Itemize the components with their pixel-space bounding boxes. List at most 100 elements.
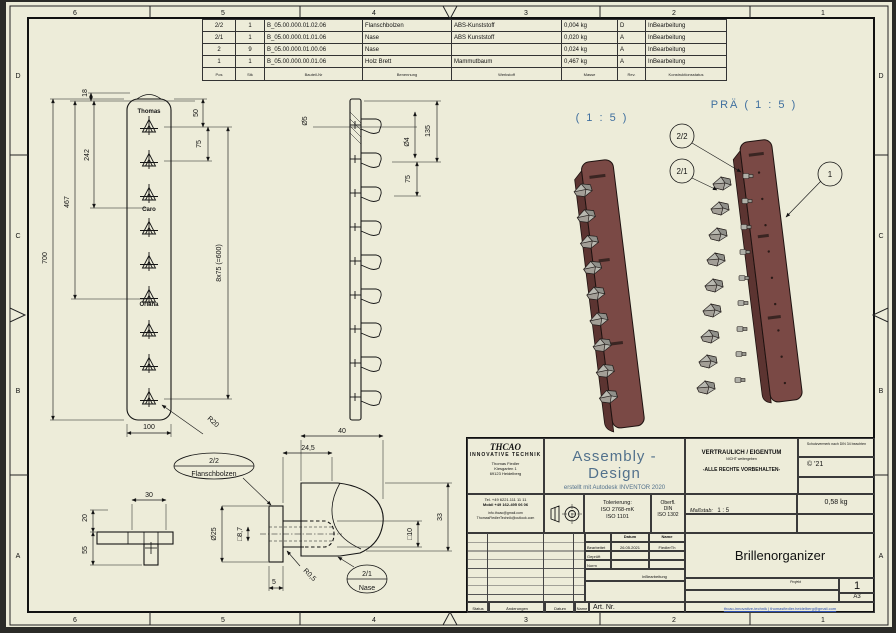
title-block: THCAO INNOVATIVE TECHNIK Thomas Fiedler … <box>466 437 875 613</box>
grid-line <box>543 533 544 613</box>
zone-label: 3 <box>524 617 528 624</box>
dim-5: 5 <box>272 579 276 586</box>
approval-row1-label: Bearbeitet <box>585 542 611 551</box>
tolerance-label: Tolerierung: <box>603 500 632 506</box>
scale-label: Maßstab: <box>690 508 713 514</box>
zone-label: 1 <box>821 10 825 17</box>
confidential-line2: NICHT weitergeben <box>726 457 757 461</box>
contact-block: Tel. +49 6221.111 11 11 Mobil +49 162-49… <box>467 494 544 533</box>
scale-value: 1 : 5 <box>717 508 730 514</box>
status-value: InBearbeitung <box>585 569 685 581</box>
approval-row1-name: FiedlerTh <box>649 542 685 551</box>
zone-label: D <box>878 73 883 80</box>
iso-view: ( 1 : 5 ) <box>572 112 645 433</box>
drawing-number-cell: Zeichnungsnummer B_05.00.000.00.00.06 <box>685 590 839 602</box>
zone-label: D <box>15 73 20 80</box>
zone-label: 6 <box>73 617 77 624</box>
projection-symbol <box>544 494 584 533</box>
sheet-subtitle: erstellt mit Autodesk INVENTOR 2020 <box>563 485 666 491</box>
project-label: Projekt <box>790 580 801 584</box>
company-name: THCAO <box>489 442 521 452</box>
center-mark-right <box>871 307 889 323</box>
dim-dia25: Ø25 <box>211 527 218 540</box>
dim-50: 50 <box>193 109 200 117</box>
company-link: thcao-innovative-technik | thomasfiedler… <box>685 602 875 613</box>
zone-label: 5 <box>221 10 225 17</box>
zone-label: A <box>16 553 21 560</box>
grid-line <box>487 533 488 613</box>
surface-block: Oberfl. DIN ISO 1302 <box>651 494 685 533</box>
part-number-cell: Bauteilnummer Projekt B_05.00.000.00.00.… <box>685 578 839 590</box>
sheet-format: A3 <box>839 593 875 602</box>
center-mark-top <box>442 5 458 21</box>
zone-label: C <box>15 233 20 240</box>
dim-8x75: 8x75 (=600) <box>216 244 223 282</box>
revision-status-header: Status <box>467 602 489 613</box>
tolerance-line2: ISO 1101 <box>606 514 629 520</box>
company-email2: ThomasFiedlerTechnik@outlook.com <box>476 515 535 520</box>
zone-label: B <box>879 388 884 395</box>
dim-r0-5: R0,5 <box>302 567 317 582</box>
revision-name-header: Name <box>575 602 589 613</box>
empty-cell <box>649 551 685 560</box>
sheet-title: Assembly - Design <box>572 448 657 482</box>
approval-col-date: Datum <box>611 533 649 542</box>
sheet-title-block: Assembly - Design erstellt mit Autodesk … <box>544 438 685 494</box>
confidential-line1: VERTRAULICH / EIGENTUM <box>701 450 782 456</box>
dim-75-side: 75 <box>405 175 412 183</box>
detail-view: 2/2 Flanschbolzen 40 24,5 Ø25 □8,7 □10 3… <box>173 428 452 594</box>
approval-row2-label: Geprüft <box>585 551 611 560</box>
exploded-scale-label: PRÄ ( 1 : 5 ) <box>711 99 798 111</box>
revision-changes-header: Änderungen <box>489 602 545 613</box>
zone-label: 6 <box>73 10 77 17</box>
drawing-title: Brillenorganizer <box>685 533 875 578</box>
dim-242: 242 <box>84 149 91 161</box>
company-person: Thomas Fiedler <box>491 461 520 466</box>
company-phone: Tel. +49 6221.111 11 11 <box>484 497 527 502</box>
zone-label: 5 <box>221 617 225 624</box>
small-view: 30 20 55 <box>82 492 174 566</box>
dim-700: 700 <box>42 252 49 264</box>
dim-dia5: Ø5 <box>302 116 309 125</box>
exploded-view: PRÄ ( 1 : 5 ) 2/2 2/1 1 <box>669 99 843 404</box>
zone-label: A <box>879 553 884 560</box>
company-block: THCAO INNOVATIVE TECHNIK Thomas Fiedler … <box>467 438 544 494</box>
dim-r20: R20 <box>206 415 220 429</box>
zone-label: 2 <box>672 617 676 624</box>
center-mark-bottom <box>442 610 458 626</box>
dim-40: 40 <box>338 428 346 435</box>
dim-sq8-7: □8,7 <box>237 527 244 541</box>
board-name-2: Caro <box>142 207 156 213</box>
dim-30: 30 <box>145 492 153 499</box>
company-street: Kiesgarten 1 <box>494 466 517 471</box>
dim-75: 75 <box>196 140 203 148</box>
empty-cell <box>585 581 685 602</box>
empty-cell <box>685 514 797 533</box>
grid-line <box>573 533 574 613</box>
empty-cell <box>611 560 649 569</box>
balloon-flanschbolzen-label: Flanschbolzen <box>191 471 236 478</box>
balloon-nase-label: Nase <box>359 585 375 592</box>
balloon-2-2 <box>669 123 695 149</box>
company-email: info.thcao@gmail.com <box>488 511 523 515</box>
zone-label: 4 <box>372 617 376 624</box>
zone-label: 3 <box>524 10 528 17</box>
dim-467: 467 <box>64 196 71 208</box>
zone-label: 2 <box>672 10 676 17</box>
dim-sq10: □10 <box>407 528 414 540</box>
dim-135: 135 <box>425 125 432 137</box>
surface-line2: DIN <box>663 506 673 512</box>
empty-cell <box>649 560 685 569</box>
board-name-1: Thomas <box>137 109 161 115</box>
company-subtitle: INNOVATIVE TECHNIK <box>469 452 542 458</box>
balloon-2-2-text: 2/2 <box>676 132 688 141</box>
zone-label: B <box>16 388 21 395</box>
company-mobile: Mobil +49 162-495 06 06 <box>482 502 529 507</box>
approval-row3-label: Norm <box>585 560 611 569</box>
